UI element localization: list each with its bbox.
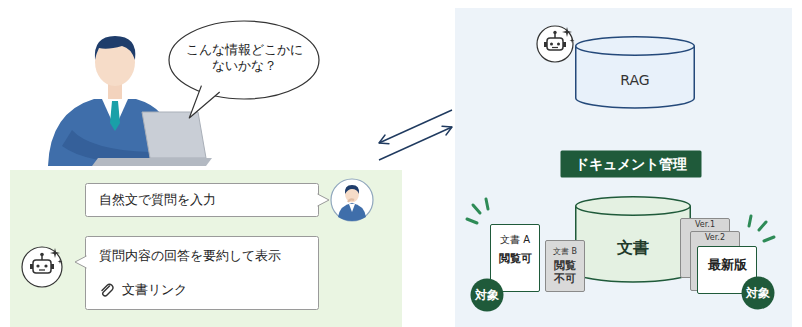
node-text: 文書 B (553, 247, 577, 257)
hair (95, 36, 136, 60)
flow-arrow (379, 110, 452, 144)
bot-icon (537, 26, 575, 62)
node-text: 閲覧可 (499, 252, 532, 265)
user-panel: 自然文で質問を入力質問内容の回答を要約して表示文書リンク (10, 170, 402, 327)
node-text: 対象 (475, 288, 499, 302)
node-text: RAG (620, 72, 649, 89)
section-label: ドキュメント管理 (560, 150, 702, 178)
node-text: 文書 (617, 238, 649, 257)
node-text: 対象 (746, 286, 770, 300)
laptop-base (92, 158, 212, 166)
node-text: Ver.2 (705, 233, 725, 243)
node-text: ドキュメント管理 (575, 156, 687, 173)
node-text: 最新版 (708, 257, 747, 273)
thought-bubble: こんな情報どこかにないかな？ (168, 20, 320, 100)
rag-cylinder: RAG (575, 36, 695, 108)
node-text: こんな情報どこかにないかな？ (185, 42, 304, 73)
node-text: 文書リンク (122, 282, 187, 298)
bot-icon (22, 247, 63, 287)
target-badge: 対象 (470, 278, 504, 312)
answer-box: 質問内容の回答を要約して表示文書リンク (85, 236, 319, 310)
node-text: 自然文で質問を入力 (99, 192, 216, 208)
target-badge: 対象 (741, 276, 775, 310)
answer-box-outline (85, 236, 319, 310)
flow-arrow (379, 126, 452, 160)
user-avatar (331, 179, 373, 221)
document-cylinder: 文書 (575, 196, 691, 282)
question-box: 自然文で質問を入力 (85, 183, 319, 217)
document-card-locked: 文書 B 閲覧 不可 (545, 240, 585, 292)
laptop-lid (142, 112, 206, 158)
node-text: 質問内容の回答を要約して表示 (99, 248, 281, 264)
node-text: Ver.1 (695, 220, 715, 230)
node-text: 文書 A (500, 234, 530, 246)
paperclip-icon (99, 282, 115, 298)
link-row: 文書リンク (99, 282, 187, 298)
document-card: 文書 A 閲覧可 (490, 224, 540, 292)
node-text: 閲覧 不可 (552, 259, 577, 285)
system-panel: RAG ドキュメント管理文書 文書 A 閲覧可対象 文書 B 閲覧 不可 Ver.1Ver.… (455, 8, 792, 327)
tie (110, 101, 120, 131)
